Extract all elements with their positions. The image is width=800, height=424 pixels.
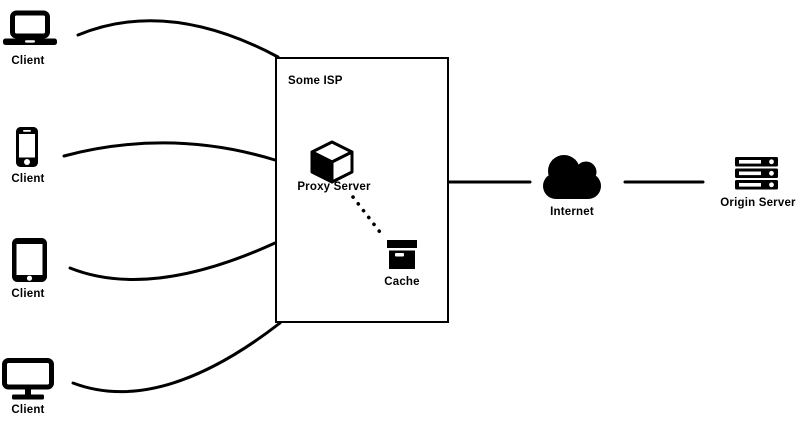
client1-label: Client [11, 55, 45, 67]
client-node-laptop [3, 10, 57, 46]
internet-node [541, 153, 603, 201]
cloud-icon [543, 155, 601, 199]
cube-icon [310, 140, 354, 184]
proxy-server-label: Proxy Server [297, 181, 371, 193]
isp-box [275, 57, 449, 323]
connector-client3-isp [68, 241, 277, 281]
cache-node [387, 240, 417, 269]
client-node-smartphone [16, 127, 38, 167]
isp-label: Some ISP [288, 75, 343, 87]
internet-label: Internet [550, 206, 594, 218]
client2-label: Client [11, 173, 45, 185]
smartphone-icon [16, 127, 38, 167]
monitor-icon [2, 358, 54, 400]
cache-box-icon [387, 240, 417, 269]
cache-label: Cache [384, 276, 420, 288]
server-rack-icon [735, 157, 778, 190]
origin-server-label: Origin Server [720, 197, 796, 209]
client-node-monitor [2, 358, 54, 400]
client4-label: Client [11, 404, 45, 416]
connector-client4-isp [71, 321, 282, 394]
laptop-icon [3, 10, 57, 45]
connector-client2-isp [62, 141, 277, 162]
client3-label: Client [11, 288, 45, 300]
connector-client1-isp [76, 19, 280, 59]
client-node-tablet [12, 238, 47, 282]
origin-server-node [735, 157, 778, 190]
proxy-server-node [310, 140, 354, 184]
tablet-icon [12, 238, 47, 282]
